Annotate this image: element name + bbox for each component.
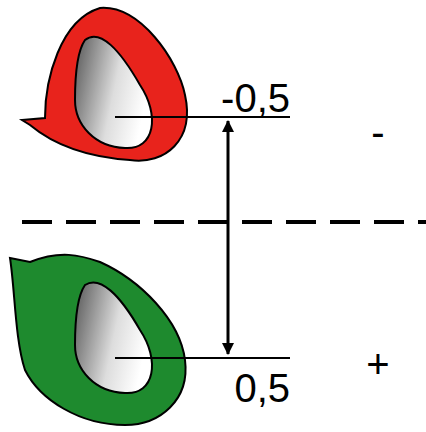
center-line-bottom	[115, 357, 290, 359]
sign-label: -	[371, 112, 384, 152]
red-cam	[22, 8, 187, 161]
dimension-value: 0,5	[234, 368, 290, 408]
sign-label: +	[366, 344, 389, 384]
green-cam	[10, 255, 186, 425]
green-cam-bore	[75, 282, 152, 393]
red-cam-bore	[75, 37, 152, 148]
dimension-arrow	[227, 121, 230, 354]
dimension-value: -0,5	[221, 78, 290, 118]
dashed-axis	[22, 220, 426, 224]
